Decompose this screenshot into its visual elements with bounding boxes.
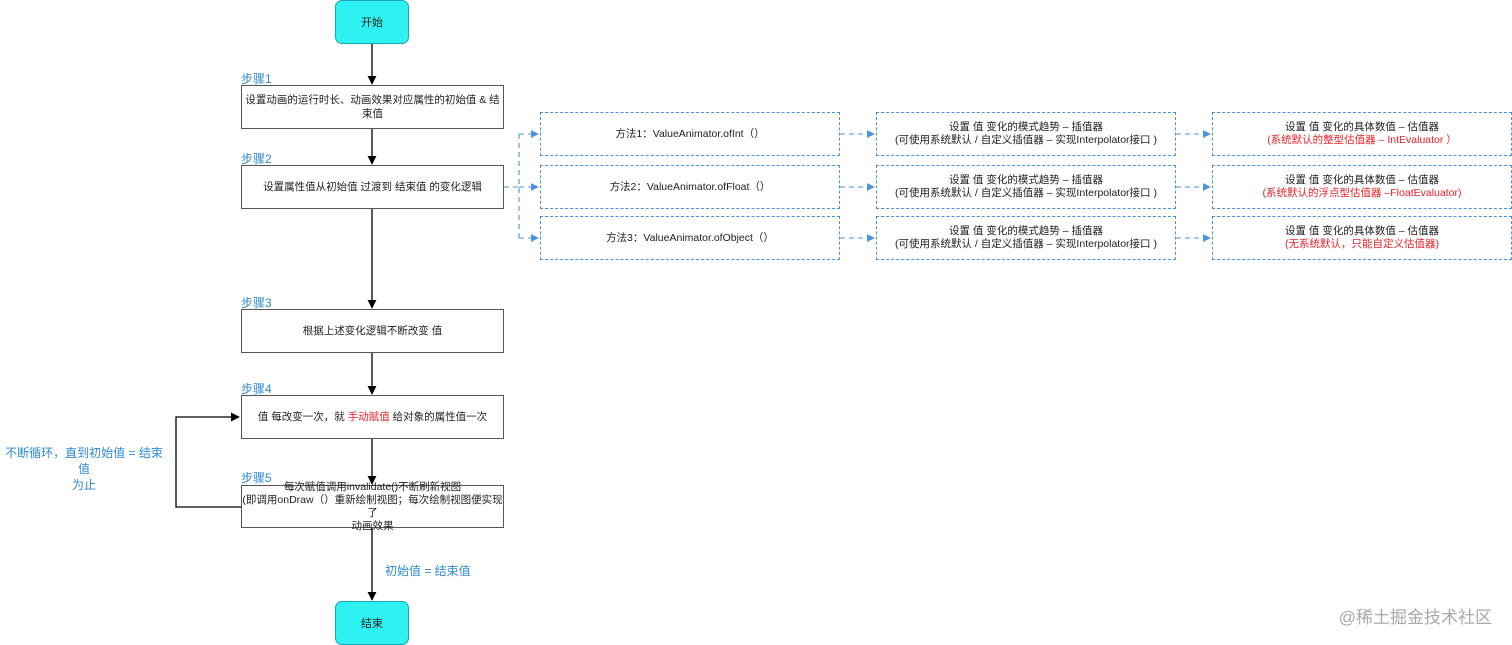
method1-box: 方法1：ValueAnimator.ofInt（）	[540, 112, 840, 156]
step4-text-after: 给对象的属性值一次	[389, 411, 488, 423]
step4-box: 值 每改变一次，就 手动赋值 给对象的属性值一次	[241, 395, 504, 439]
evaluator2-line2: (系统默认的浮点型估值器 –FloatEvaluator)	[1262, 187, 1462, 199]
interpolator1-line2: (可使用系统默认 / 自定义插值器 – 实现Interpolator接口 )	[895, 134, 1157, 146]
loop-line2: 为止	[71, 478, 96, 492]
step2-text: 设置属性值从初始值 过渡到 结束值 的变化逻辑	[263, 181, 482, 193]
step2-label: 步骤2	[241, 152, 272, 166]
end-condition-label: 初始值 = 结束值	[385, 564, 471, 578]
step2-box: 设置属性值从初始值 过渡到 结束值 的变化逻辑	[241, 165, 504, 209]
evaluator1-line1: 设置 值 变化的具体数值 – 估值器	[1284, 121, 1439, 133]
step5-line1: 每次赋值调用invalidate()不断刷新视图	[283, 480, 462, 493]
interpolator2-line2: (可使用系统默认 / 自定义插值器 – 实现Interpolator接口 )	[895, 187, 1157, 199]
watermark: @稀土掘金技术社区	[1338, 608, 1492, 627]
interpolator2-line1: 设置 值 变化的模式趋势 – 插值器	[948, 174, 1103, 186]
interpolator1-box: 设置 值 变化的模式趋势 – 插值器 (可使用系统默认 / 自定义插值器 – 实…	[876, 112, 1176, 156]
evaluator3-line2: (无系统默认，只能自定义估值器)	[1285, 238, 1439, 250]
loop-line1: 不断循环，直到初始值 = 结束值	[5, 446, 163, 476]
step1-box: 设置动画的运行时长、动画效果对应属性的初始值 & 结束值	[241, 85, 504, 129]
interpolator1-line1: 设置 值 变化的模式趋势 – 插值器	[948, 121, 1103, 133]
branch-trunk	[504, 134, 520, 238]
interpolator3-line1: 设置 值 变化的模式趋势 – 插值器	[948, 225, 1103, 237]
interpolator3-box: 设置 值 变化的模式趋势 – 插值器 (可使用系统默认 / 自定义插值器 – 实…	[876, 216, 1176, 260]
evaluator3-line1: 设置 值 变化的具体数值 – 估值器	[1284, 225, 1439, 237]
step4-text: 值 每改变一次，就 手动赋值 给对象的属性值一次	[258, 410, 487, 424]
step4-text-highlight: 手动赋值	[347, 411, 390, 423]
method1-text: 方法1：ValueAnimator.ofInt（）	[615, 127, 765, 140]
start-node: 开始	[335, 0, 409, 44]
step4-label: 步骤4	[241, 382, 272, 396]
interpolator2-box: 设置 值 变化的模式趋势 – 插值器 (可使用系统默认 / 自定义插值器 – 实…	[876, 165, 1176, 209]
method3-box: 方法3：ValueAnimator.ofObject（）	[540, 216, 840, 260]
step3-text: 根据上述变化逻辑不断改变 值	[302, 325, 443, 337]
step3-label: 步骤3	[241, 296, 272, 310]
loop-annotation: 不断循环，直到初始值 = 结束值 为止	[0, 445, 168, 493]
interpolator3-line2: (可使用系统默认 / 自定义插值器 – 实现Interpolator接口 )	[895, 238, 1157, 250]
evaluator1-box: 设置 值 变化的具体数值 – 估值器 (系统默认的整型估值器 – IntEval…	[1212, 112, 1512, 156]
loop-arrow	[175, 412, 241, 508]
step5-box: 每次赋值调用invalidate()不断刷新视图 (即调用onDraw（）重新绘…	[241, 481, 504, 532]
end-node: 结束	[335, 601, 409, 645]
evaluator2-box: 设置 值 变化的具体数值 – 估值器 (系统默认的浮点型估值器 –FloatEv…	[1212, 165, 1512, 209]
step5-line2: (即调用onDraw（）重新绘制视图；每次绘制视图便实现了	[242, 493, 503, 519]
method2-box: 方法2：ValueAnimator.ofFloat（）	[540, 165, 840, 209]
step5-line3: 动画效果	[351, 519, 394, 532]
step1-text: 设置动画的运行时长、动画效果对应属性的初始值 & 结束值	[245, 94, 500, 120]
step1-label: 步骤1	[241, 72, 272, 86]
step3-box: 根据上述变化逻辑不断改变 值	[241, 309, 504, 353]
evaluator2-line1: 设置 值 变化的具体数值 – 估值器	[1284, 174, 1439, 186]
method2-text: 方法2：ValueAnimator.ofFloat（）	[609, 180, 771, 193]
step5-label: 步骤5	[241, 471, 272, 485]
evaluator1-line2: (系统默认的整型估值器 – IntEvaluator ）	[1267, 134, 1457, 146]
evaluator3-box: 设置 值 变化的具体数值 – 估值器 (无系统默认，只能自定义估值器)	[1212, 216, 1512, 260]
method3-text: 方法3：ValueAnimator.ofObject（）	[606, 231, 774, 244]
step4-text-before: 值 每改变一次，就	[257, 411, 348, 423]
